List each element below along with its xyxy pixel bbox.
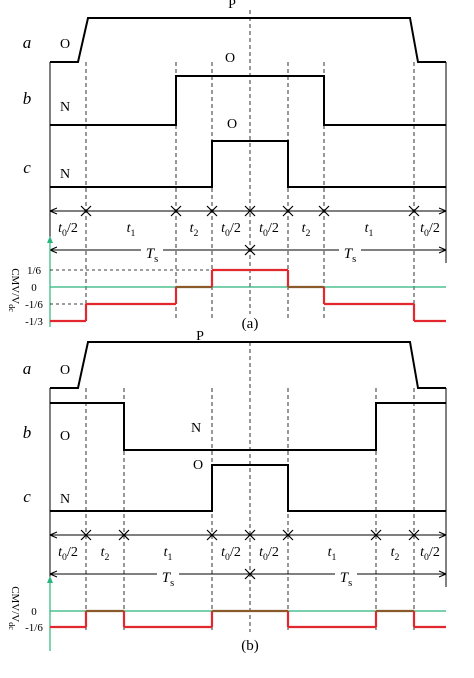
interval-label: t2 — [302, 221, 311, 239]
panel-caption: (a) — [242, 316, 259, 332]
interval-label: t0/2 — [259, 545, 279, 563]
period-cross-mark — [244, 568, 256, 580]
period-label-bg — [339, 244, 361, 262]
caption-bg — [233, 314, 267, 333]
panel-caption: (b) — [241, 638, 259, 654]
interval-arrowhead-right — [438, 531, 447, 539]
period-label-bg — [157, 568, 179, 586]
cmv-axis-label: CMV/Vdc — [7, 586, 21, 630]
period-label-right: Ts — [344, 246, 356, 265]
interval-cross-mark — [370, 529, 382, 541]
level-label: N — [191, 421, 201, 436]
interval-arrowhead-left — [49, 207, 58, 215]
interval-cross-mark — [408, 529, 420, 541]
interval-label: t0/2 — [58, 545, 78, 563]
interval-cross-mark — [206, 529, 218, 541]
period-label-left: Ts — [162, 570, 174, 589]
interval-label: t0/2 — [420, 221, 440, 239]
cmv-tick-label: 1/6 — [27, 265, 42, 277]
period-label-left: Ts — [146, 246, 158, 265]
interval-label: t0/2 — [420, 545, 440, 563]
cmv-tick-label: -1/6 — [25, 299, 43, 311]
period-label-right: Ts — [340, 570, 352, 589]
interval-cross-mark — [80, 205, 92, 217]
interval-label: t1 — [164, 545, 173, 563]
interval-cross-mark — [282, 529, 294, 541]
period-arrowhead-left — [49, 246, 58, 254]
period-cross-mark — [244, 244, 256, 256]
phase-c-waveform — [50, 140, 446, 188]
level-label: N — [60, 492, 70, 507]
interval-cross-mark — [318, 205, 330, 217]
cmv-tick-label: 0 — [31, 606, 37, 618]
interval-label: t0/2 — [58, 221, 78, 239]
cmv-tick-label: -1/6 — [25, 622, 43, 634]
interval-label: t2 — [190, 221, 199, 239]
level-label: O — [60, 429, 70, 444]
phase-c-label: c — [23, 487, 31, 506]
cmv-y-axis-arrow — [47, 576, 53, 583]
level-label: O — [227, 117, 237, 132]
phase-a-label: a — [23, 359, 32, 378]
phase-c-label: c — [23, 158, 31, 177]
phase-b-waveform — [50, 402, 446, 451]
phase-a-label: a — [23, 33, 32, 52]
interval-cross-mark — [282, 205, 294, 217]
interval-cross-mark — [408, 205, 420, 217]
cmv-axis-label: CMV/Vdc — [7, 268, 21, 312]
phase-b-label: b — [23, 423, 32, 442]
interval-label: t1 — [365, 221, 374, 239]
level-label: O — [225, 51, 235, 66]
interval-label: t1 — [127, 221, 136, 239]
interval-cross-mark — [206, 205, 218, 217]
period-arrowhead-right — [438, 246, 447, 254]
caption-bg — [233, 636, 267, 655]
level-label: O — [60, 363, 70, 378]
level-label: N — [60, 167, 70, 182]
interval-label: t0/2 — [221, 221, 241, 239]
level-label: O — [60, 37, 70, 52]
cmv-y-axis-arrow — [47, 236, 53, 243]
level-label: P — [196, 329, 204, 344]
phase-a-waveform — [50, 17, 446, 63]
interval-arrowhead-right — [438, 207, 447, 215]
interval-label: t1 — [328, 545, 337, 563]
level-label: P — [228, 0, 236, 12]
period-label-bg — [141, 244, 163, 262]
interval-cross-mark — [170, 205, 182, 217]
phase-c-waveform — [50, 464, 446, 512]
interval-label: t2 — [101, 545, 110, 563]
interval-cross-mark — [244, 205, 256, 217]
cmv-tick-label: 0 — [31, 282, 37, 294]
period-arrowhead-left — [49, 570, 58, 578]
level-label: O — [193, 458, 203, 473]
phase-b-waveform — [50, 75, 446, 126]
level-label: N — [60, 100, 70, 115]
interval-label: t2 — [391, 545, 400, 563]
interval-arrowhead-left — [49, 531, 58, 539]
period-arrowhead-right — [438, 570, 447, 578]
period-label-bg — [335, 568, 357, 586]
cmv-tick-label: -1/3 — [25, 316, 43, 328]
phase-b-label: b — [23, 89, 32, 108]
interval-cross-mark — [244, 529, 256, 541]
interval-label: t0/2 — [221, 545, 241, 563]
phase-a-waveform — [50, 341, 446, 389]
interval-cross-mark — [118, 529, 130, 541]
interval-cross-mark — [80, 529, 92, 541]
interval-label: t0/2 — [259, 221, 279, 239]
